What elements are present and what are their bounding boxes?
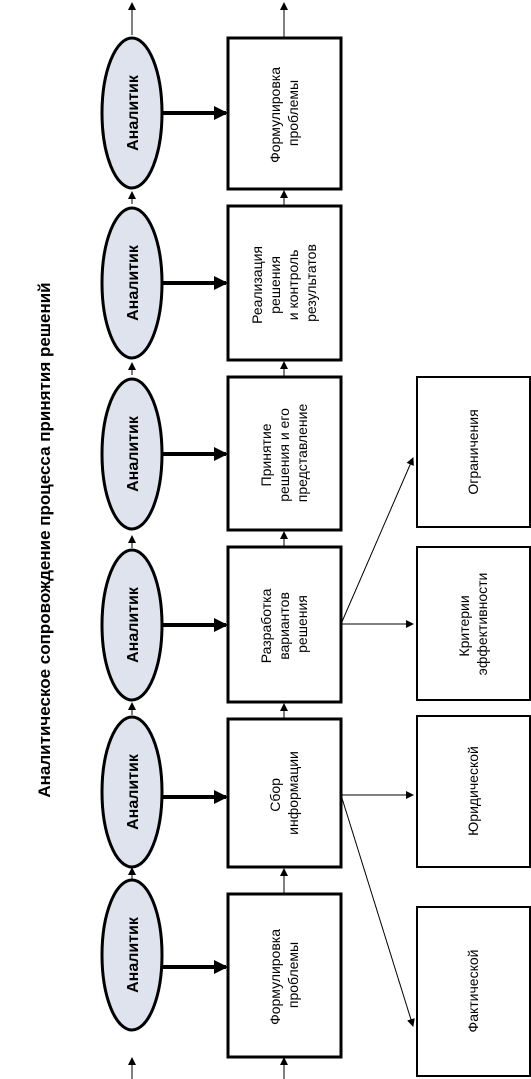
stage-line: Принятие (258, 423, 274, 486)
stage-line: проблемы (285, 942, 301, 1008)
subitem-line: эффективности (474, 573, 490, 676)
stage-line: решения (267, 256, 283, 314)
subitem-box-factual: Фактической (416, 906, 531, 1077)
svg-text:Юридической: Юридической (465, 746, 481, 836)
stage-box-5: Реализация решения и контроль результато… (226, 204, 343, 362)
svg-text:Формулировка проблемы: Формулировка проблемы (267, 63, 301, 163)
stage-line: Формулировка (267, 929, 283, 1025)
analyst-label: Аналитик (125, 586, 142, 663)
analyst-node-6: Аналитик (100, 36, 164, 190)
branch-arrow-constraints (340, 457, 414, 625)
stage-line: результатов (303, 244, 319, 322)
analyst-node-2: Аналитик (100, 715, 164, 869)
stage-line: представление (294, 404, 310, 503)
stage-box-2: Сбор информации (226, 717, 343, 869)
stage-box-4: Принятие решения и его представление (226, 375, 343, 532)
analyst-label: Аналитик (125, 74, 142, 151)
stage-line: Разработка (258, 588, 274, 663)
stage-line: информации (285, 751, 301, 835)
subitem-line: Юридической (465, 746, 481, 836)
analyst-label: Аналитик (125, 415, 142, 492)
analyst-node-5: Аналитик (100, 206, 164, 360)
analyst-label: Аналитик (125, 753, 142, 830)
svg-text:Принятие решения и его: Принятие решения и его представление (258, 404, 310, 503)
stage-line: вариантов (276, 592, 292, 660)
stage-line: проблемы (285, 80, 301, 146)
stage-line: решения (294, 595, 310, 653)
analyst-node-1: Аналитик (100, 878, 164, 1032)
analyst-node-4: Аналитик (100, 377, 164, 531)
stage-box-6: Формулировка проблемы (226, 36, 343, 191)
subitem-line: Ограничения (465, 409, 481, 494)
subitem-box-legal: Юридической (416, 715, 531, 868)
svg-text:Сбор информации: Сбор информации (267, 751, 301, 835)
analyst-label: Аналитик (125, 916, 142, 993)
subitem-box-constraints: Ограничения (416, 376, 531, 528)
subitem-line: Критерии (456, 595, 472, 656)
stage-line: Сбор (267, 778, 283, 812)
stage-line: Реализация (249, 246, 265, 324)
svg-text:Формулировка проблемы: Формулировка проблемы (267, 925, 301, 1025)
svg-text:Разработка вариантов: Разработка вариантов решения (258, 585, 310, 664)
subitem-box-criteria: Критерии эффективности (416, 546, 531, 701)
svg-text:Реализация решения: Реализация решения и контроль результато… (249, 242, 319, 324)
subitem-line: Фактической (465, 950, 481, 1033)
stage-box-1: Формулировка проблемы (226, 892, 343, 1059)
branch-arrow-factual (340, 794, 415, 1027)
stage-line: Формулировка (267, 67, 283, 163)
analyst-node-3: Аналитик (100, 548, 164, 702)
svg-text:Фактической: Фактической (465, 950, 481, 1033)
analyst-label: Аналитик (125, 244, 142, 321)
diagram-title: Аналитическое сопровождение процесса при… (35, 282, 54, 797)
svg-text:Ограничения: Ограничения (465, 409, 481, 494)
stage-line: и контроль (285, 250, 301, 321)
svg-text:Критерии эффективности: Критерии эффективности (456, 573, 490, 676)
stage-box-3: Разработка вариантов решения (226, 545, 343, 704)
stage-line: решения и его (276, 408, 292, 502)
